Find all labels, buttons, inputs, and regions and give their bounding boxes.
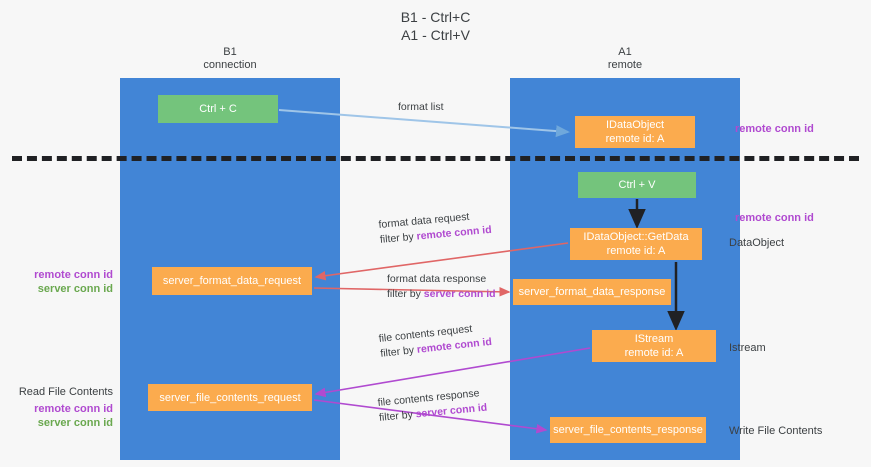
node-server-file-contents-response-label: server_file_contents_response: [553, 424, 703, 436]
annotation-left-server-conn-id-mid: server conn id: [37, 283, 113, 295]
edge-label-format-data-request: format data request filter by remote con…: [378, 208, 492, 248]
edge-label-fdresp-key: server conn id: [423, 288, 496, 300]
node-istream[interactable]: IStream remote id: A: [592, 330, 716, 362]
column-header-a1-name: A1: [618, 46, 632, 58]
node-server-file-contents-request[interactable]: server_file_contents_request: [148, 384, 312, 411]
title-line-1: B1 - Ctrl+C: [400, 9, 471, 25]
node-server-file-contents-response[interactable]: server_file_contents_response: [550, 417, 706, 443]
annotation-read-file-contents: Read File Contents: [18, 386, 113, 398]
edge-label-file-contents-request: file contents request filter by remote c…: [378, 320, 493, 362]
page-title: B1 - Ctrl+C A1 - Ctrl+V: [0, 8, 871, 44]
phase-divider: [12, 156, 859, 161]
edge-label-format-data-response: format data response filter by server co…: [387, 272, 496, 302]
edge-label-format-list-text: format list: [398, 101, 444, 113]
edge-label-fcreq-prefix: filter by: [379, 343, 418, 360]
node-server-format-data-response[interactable]: server_format_data_response: [513, 279, 671, 305]
node-server-format-data-request-label: server_format_data_request: [162, 275, 302, 287]
node-idataobject-line2: remote id: A: [605, 133, 665, 145]
title-line-2: A1 - Ctrl+V: [401, 27, 470, 43]
column-header-a1-role: remote: [607, 59, 643, 71]
node-idataobject-getdata[interactable]: IDataObject::GetData remote id: A: [570, 228, 702, 260]
node-server-format-data-response-label: server_format_data_response: [518, 286, 666, 298]
edge-label-fdresp-line1: format data response: [387, 273, 487, 285]
node-ctrl-v[interactable]: Ctrl + V: [578, 172, 696, 198]
annotation-istream: Istream: [729, 342, 766, 354]
node-istream-line1: IStream: [634, 333, 674, 345]
node-istream-line2: remote id: A: [624, 347, 684, 359]
edge-label-fdresp-line2: filter by server conn id: [387, 287, 496, 302]
annotation-left-conn-ids-bot: remote conn id server conn id: [18, 402, 113, 430]
annotation-write-file-contents: Write File Contents: [729, 425, 823, 437]
annotation-remote-conn-id-top: remote conn id: [735, 123, 814, 135]
node-ctrl-v-label: Ctrl + V: [618, 179, 656, 191]
node-idataobject-line1: IDataObject: [605, 119, 665, 131]
edge-label-format-list: format list: [398, 100, 444, 115]
node-ctrl-c-label: Ctrl + C: [199, 103, 237, 115]
column-header-b1-role: connection: [203, 59, 257, 71]
edge-label-fdreq-prefix: filter by: [379, 230, 418, 246]
node-ctrl-c[interactable]: Ctrl + C: [158, 95, 278, 123]
node-server-format-data-request[interactable]: server_format_data_request: [152, 267, 312, 295]
annotation-left-remote-conn-id-bot: remote conn id: [34, 403, 113, 415]
column-header-b1-name: B1: [223, 46, 237, 58]
annotation-dataobject: DataObject: [729, 237, 785, 249]
node-getdata-line2: remote id: A: [606, 245, 666, 257]
annotation-left-conn-ids-mid: remote conn id server conn id: [18, 268, 113, 296]
edge-label-file-contents-response: file contents response filter by server …: [377, 386, 488, 426]
annotation-remote-conn-id-mid: remote conn id: [735, 212, 814, 224]
edge-label-fdresp-prefix: filter by: [387, 288, 424, 300]
column-header-b1: B1 connection: [120, 46, 340, 72]
annotation-left-server-conn-id-bot: server conn id: [37, 417, 113, 429]
annotation-left-remote-conn-id-mid: remote conn id: [34, 269, 113, 281]
node-idataobject[interactable]: IDataObject remote id: A: [575, 116, 695, 148]
node-server-file-contents-request-label: server_file_contents_request: [159, 391, 301, 404]
node-getdata-line1: IDataObject::GetData: [583, 231, 689, 243]
column-header-a1: A1 remote: [510, 46, 740, 72]
edge-label-fcresp-prefix: filter by: [378, 408, 417, 424]
